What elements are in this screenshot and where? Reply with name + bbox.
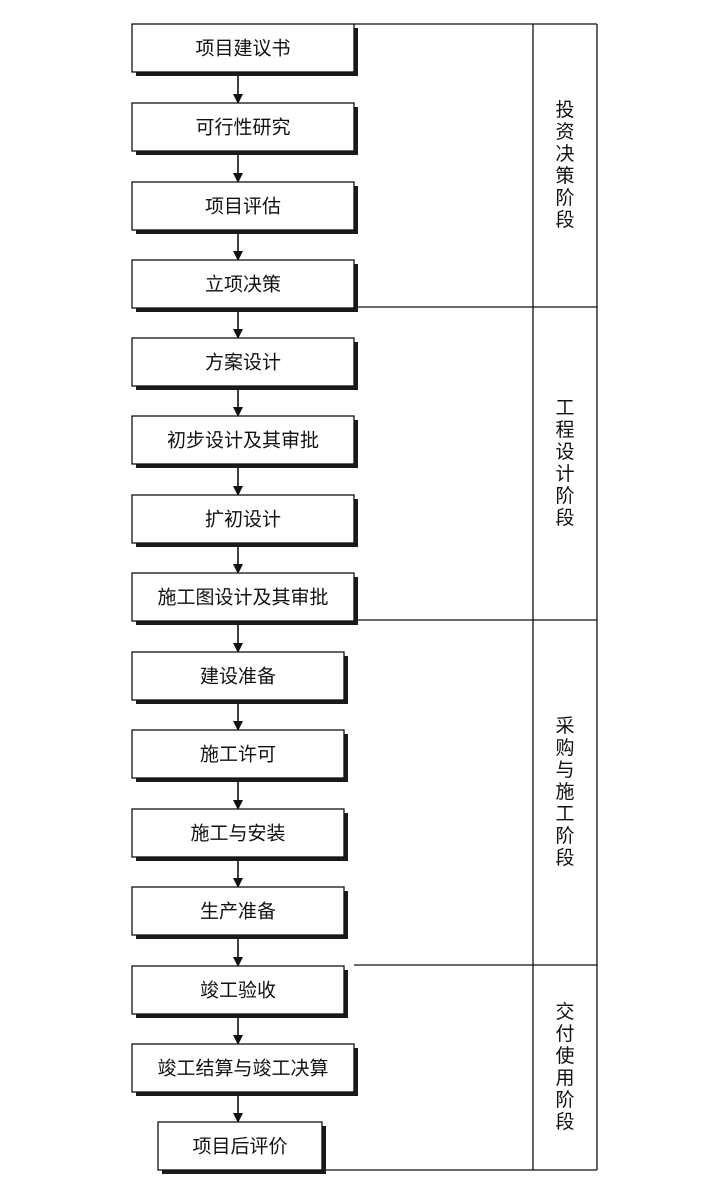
step-frame <box>131 729 345 779</box>
step-frame <box>131 102 355 152</box>
step-label: 项目建议书 <box>195 38 290 60</box>
step-frame <box>131 651 345 701</box>
phase-frame <box>322 23 598 1171</box>
step-box: 项目后评价 <box>157 1121 326 1174</box>
step-label: 竣工验收 <box>200 980 276 1002</box>
step-box: 建设准备 <box>131 651 348 704</box>
step-label: 施工与安装 <box>190 823 285 845</box>
step-frame <box>131 1043 355 1093</box>
step-box: 施工许可 <box>131 729 348 782</box>
step-label: 生产准备 <box>200 901 276 923</box>
step-frame <box>131 337 355 387</box>
step-frame <box>131 886 345 936</box>
step-frame <box>131 494 355 544</box>
step-label: 项目评估 <box>205 196 281 218</box>
step-frame <box>157 1121 323 1171</box>
step-label: 建设准备 <box>200 666 276 688</box>
step-frame <box>131 415 355 465</box>
step-box: 项目评估 <box>131 181 358 234</box>
step-box: 可行性研究 <box>131 102 358 155</box>
step-label: 施工许可 <box>200 744 276 766</box>
step-box: 立项决策 <box>131 259 358 312</box>
step-label: 扩初设计 <box>205 509 281 531</box>
step-frame <box>131 23 355 73</box>
flow-steps: 项目建议书可行性研究项目评估立项决策方案设计初步设计及其审批扩初设计施工图设计及… <box>131 23 358 1174</box>
step-frame <box>131 259 355 309</box>
step-label: 初步设计及其审批 <box>167 430 319 452</box>
phase-label: 工程设计阶段 <box>555 397 574 529</box>
step-label: 立项决策 <box>205 274 281 296</box>
step-box: 方案设计 <box>131 337 358 390</box>
step-label: 可行性研究 <box>195 117 290 139</box>
step-frame <box>131 572 355 622</box>
phase-label: 采购与施工阶段 <box>555 715 574 869</box>
step-label: 施工图设计及其审批 <box>157 587 328 609</box>
step-label: 方案设计 <box>205 352 281 374</box>
step-frame <box>131 181 355 231</box>
step-box: 施工图设计及其审批 <box>131 572 358 625</box>
step-box: 初步设计及其审批 <box>131 415 358 468</box>
step-box: 生产准备 <box>131 886 348 939</box>
step-frame <box>131 965 345 1015</box>
step-box: 项目建议书 <box>131 23 358 76</box>
step-box: 施工与安装 <box>131 808 348 861</box>
step-frame <box>131 808 345 858</box>
step-label: 项目后评价 <box>192 1136 287 1158</box>
step-box: 竣工结算与竣工决算 <box>131 1043 358 1096</box>
step-box: 扩初设计 <box>131 494 358 547</box>
phase-label: 交付使用阶段 <box>555 1001 574 1133</box>
step-label: 竣工结算与竣工决算 <box>157 1058 328 1080</box>
step-box: 竣工验收 <box>131 965 348 1018</box>
phase-label: 投资决策阶段 <box>555 99 574 231</box>
